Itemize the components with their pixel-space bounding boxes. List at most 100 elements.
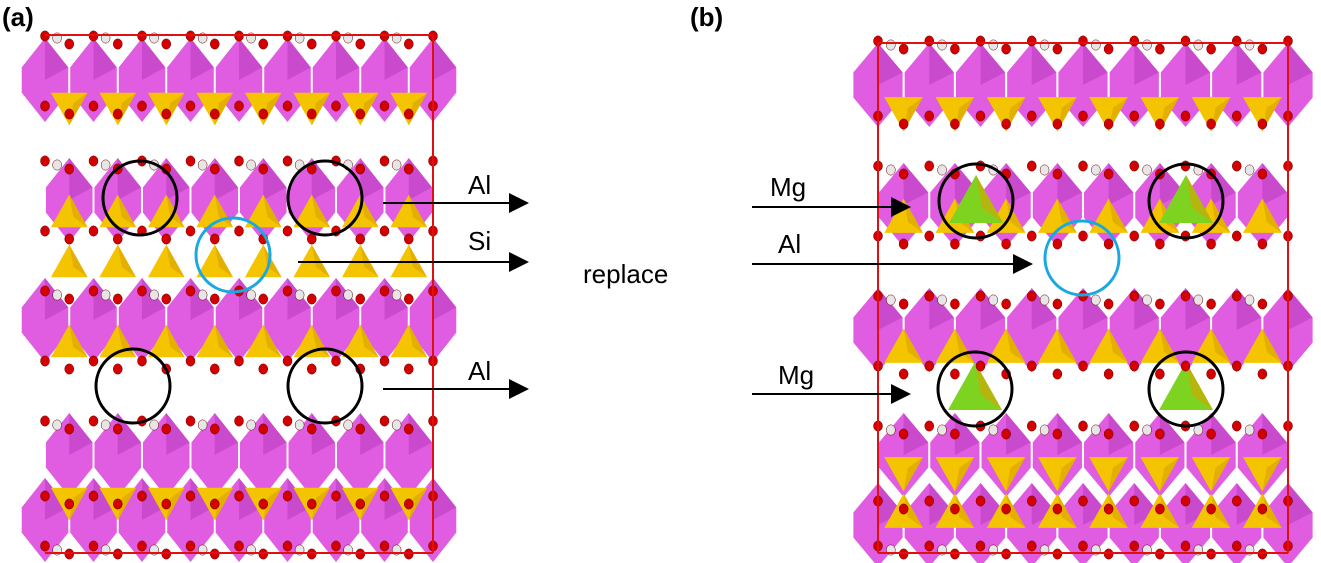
tetrahedron: [884, 328, 923, 363]
hydrogen-atom: [937, 424, 947, 436]
oxygen-atom: [1232, 290, 1242, 302]
oxygen-atom: [924, 35, 934, 47]
oxygen-atom: [1232, 35, 1242, 47]
oxygen-atom: [404, 423, 414, 435]
hydrogen-atom: [1091, 39, 1101, 51]
tetrahedron: [244, 194, 282, 228]
oxygen-atom: [404, 498, 414, 510]
hydrogen-atom: [1244, 164, 1255, 176]
oxygen-atom: [1052, 118, 1063, 130]
label-al-b: Al: [778, 229, 802, 259]
hydrogen-atom: [886, 164, 896, 176]
oxygen-atom: [950, 298, 960, 310]
hydrogen-atom: [197, 289, 208, 301]
oxygen-atom: [113, 498, 123, 510]
hydrogen-atom: [197, 159, 208, 171]
tetrahedron: [1038, 328, 1077, 363]
oxygen-atom: [355, 233, 365, 245]
oxygen-atom: [331, 540, 341, 552]
tetrahedron: [986, 198, 1026, 233]
tetrahedron: [935, 97, 975, 132]
oxygen-atom: [975, 110, 986, 122]
octahedron: [336, 413, 384, 497]
hydrogen-atom: [149, 289, 159, 301]
octahedron: [1160, 288, 1211, 372]
tetrahedron: [1191, 97, 1231, 132]
oxygen-atom: [64, 498, 74, 510]
oxygen-atom: [40, 285, 50, 297]
oxygen-atom: [1155, 298, 1165, 310]
oxygen-atom: [1206, 368, 1216, 380]
oxygen-atom: [258, 293, 268, 305]
oxygen-atom: [1103, 503, 1114, 515]
tetrahedron: [1140, 97, 1180, 132]
oxygen-atom: [1155, 238, 1165, 250]
tetrahedron: [293, 194, 331, 228]
oxygen-atom: [185, 355, 196, 367]
oxygen-atom: [1078, 420, 1088, 432]
tetrahedron: [1159, 362, 1213, 410]
hydrogen-atom: [100, 159, 111, 171]
oxygen-atom: [282, 415, 293, 427]
oxygen-atom: [307, 423, 317, 435]
oxygen-atom: [40, 355, 50, 367]
oxygen-atom: [898, 503, 909, 515]
oxygen-atom: [1027, 360, 1037, 372]
oxygen-atom: [1103, 368, 1114, 380]
oxygen-atom: [40, 540, 50, 552]
tetrahedron: [244, 244, 282, 278]
oxygen-atom: [404, 163, 414, 175]
oxygen-atom: [1052, 298, 1063, 310]
oxygen-atom: [64, 293, 74, 305]
oxygen-atom: [64, 233, 74, 245]
oxygen-atom: [924, 540, 934, 552]
hydrogen-atom: [294, 289, 305, 301]
tetrahedron: [935, 457, 975, 492]
oxygen-atom: [210, 498, 220, 510]
oxygen-atom: [1027, 160, 1037, 172]
oxygen-atom: [1129, 495, 1139, 507]
oxygen-atom: [898, 238, 909, 250]
hydrogen-atom: [886, 39, 896, 51]
hydrogen-atom: [1091, 294, 1101, 306]
oxygen-atom: [898, 298, 909, 310]
oxygen-atom: [1232, 230, 1242, 242]
marker-al-site: [1043, 219, 1121, 297]
tetrahedron: [341, 244, 379, 278]
oxygen-atom: [975, 360, 986, 372]
oxygen-atom: [185, 155, 196, 167]
oxygen-atom: [1206, 298, 1216, 310]
tetrahedron: [50, 244, 88, 278]
oxygen-atom: [88, 285, 99, 297]
tetrahedron: [1089, 97, 1128, 132]
oxygen-atom: [307, 233, 317, 245]
tetrahedron: [244, 324, 282, 358]
octahedron: [1212, 288, 1262, 372]
octahedron: [191, 413, 239, 497]
oxygen-atom: [950, 118, 960, 130]
tetrahedron: [1089, 328, 1128, 363]
octahedron: [1007, 288, 1057, 372]
markers-a: [94, 159, 364, 425]
oxygen-atom: [1052, 503, 1063, 515]
tetrahedron: [196, 324, 234, 358]
oxygen-atom: [1206, 503, 1216, 515]
oxygen-atom: [88, 225, 99, 237]
tetrahedron: [390, 244, 428, 278]
hydrogen-atom: [391, 289, 402, 301]
crystal-structure-b: [853, 35, 1313, 563]
tetrahedron: [341, 324, 379, 358]
oxygen-atom: [1129, 360, 1139, 372]
oxygen-atom: [1206, 428, 1216, 440]
oxygen-atom: [1027, 495, 1037, 507]
oxygen-atom: [331, 100, 341, 112]
oxygen-atom: [379, 155, 390, 167]
arrows-b: [752, 197, 1033, 404]
oxygen-atom: [234, 355, 244, 367]
oxygen-atom: [234, 490, 244, 502]
oxygen-atom: [1129, 540, 1139, 552]
oxygen-atom: [1052, 428, 1063, 440]
oxygen-atom: [1206, 238, 1216, 250]
arrows-a: [298, 193, 529, 399]
oxygen-atom: [40, 155, 50, 167]
